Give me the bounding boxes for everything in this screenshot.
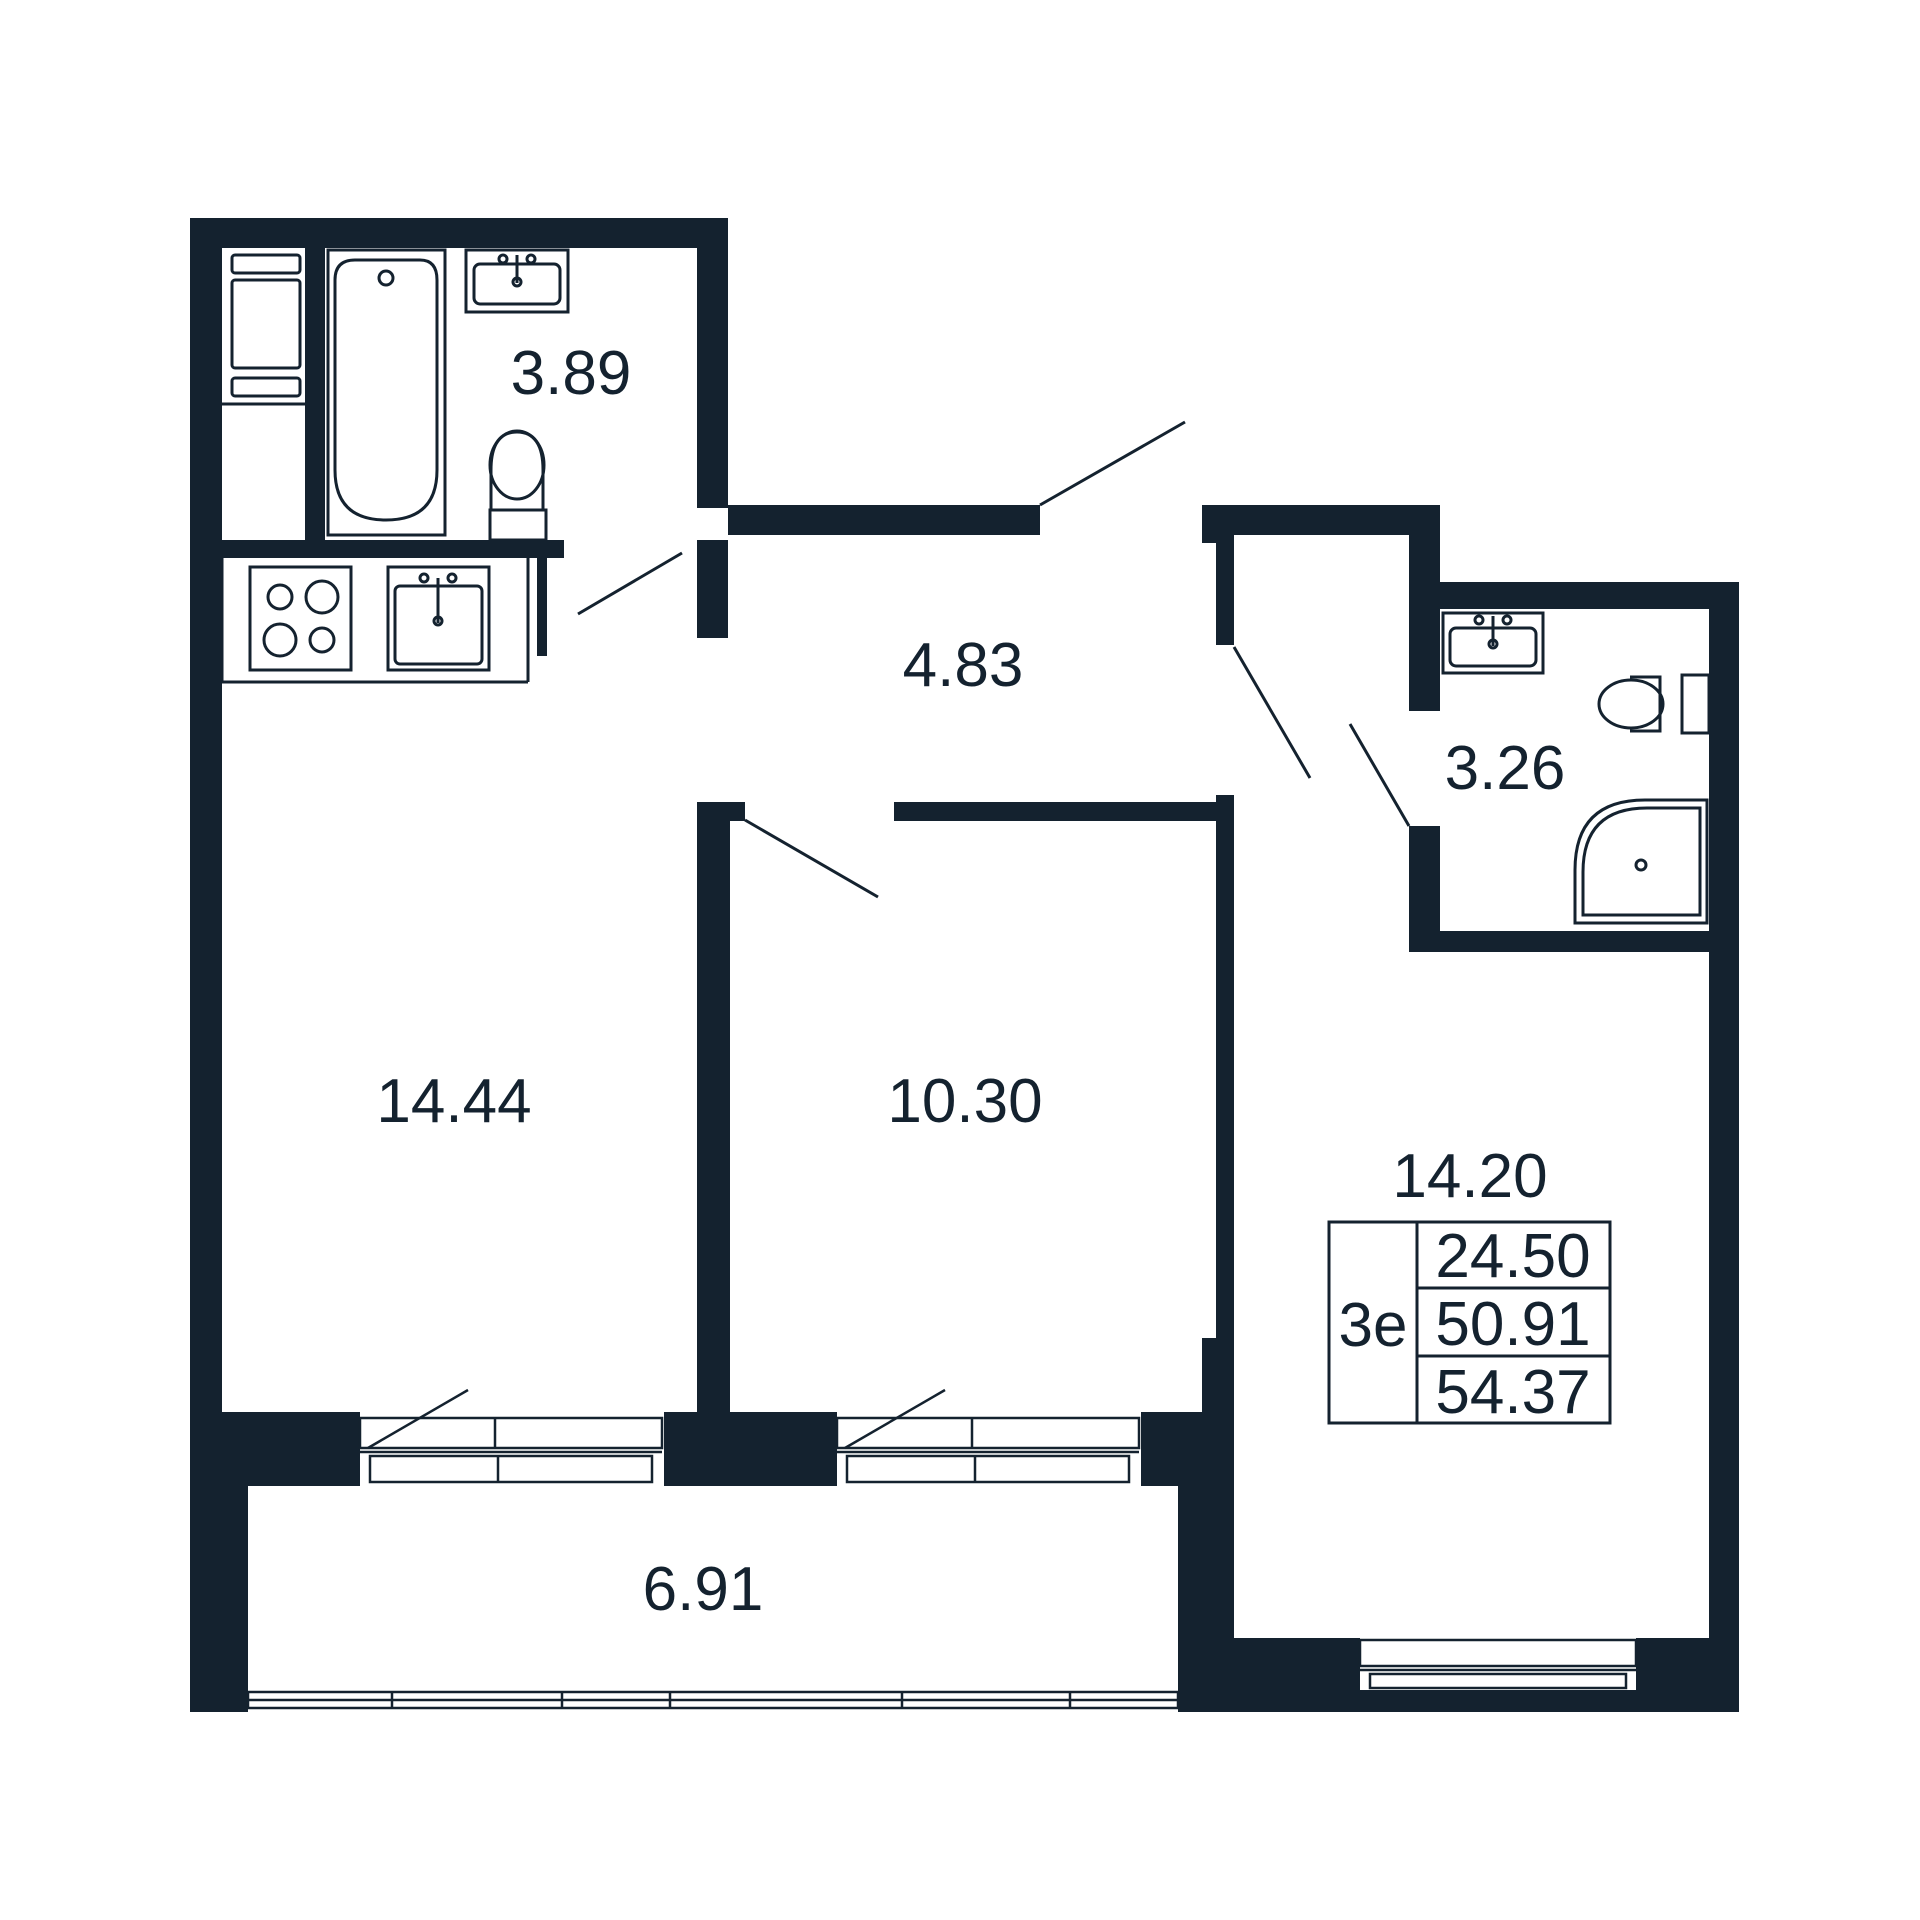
legend-total-area: 50.91 [1435, 1290, 1590, 1359]
washing-machine-icon [222, 253, 305, 406]
area-bedroom-large: 14.20 [1392, 1142, 1547, 1211]
area-bedroom: 10.30 [887, 1067, 1042, 1136]
window-kitchen [358, 1388, 664, 1484]
bathtub-icon [326, 248, 447, 537]
doors [577, 420, 1411, 899]
kitchen-counter [220, 558, 530, 684]
legend-living-area: 24.50 [1435, 1222, 1590, 1291]
window-large-bedroom [1358, 1638, 1638, 1690]
window-bedroom [835, 1388, 1141, 1484]
door-shower-room [1348, 723, 1411, 827]
walls [190, 218, 1739, 1712]
legend-apartment-type: 3е [1339, 1291, 1408, 1360]
area-kitchen-living: 14.44 [376, 1067, 531, 1136]
area-legend: 3е 24.50 50.91 54.37 [1327, 1220, 1612, 1427]
room-labels: 3.89 4.83 14.44 10.30 3.26 14.20 6.91 [376, 339, 1565, 1624]
stove-icon [248, 565, 353, 672]
door-bathroom [577, 551, 683, 616]
sink-icon [464, 248, 570, 314]
door-large-bedroom [1232, 646, 1312, 779]
shower-tray-icon [1573, 798, 1709, 925]
legend-total-with-loggia: 54.37 [1435, 1358, 1590, 1427]
area-shower-room: 3.26 [1445, 734, 1566, 803]
area-bathroom: 3.89 [511, 339, 632, 408]
sink-icon [1441, 611, 1545, 675]
door-entrance [1039, 420, 1186, 507]
area-hallway: 4.83 [903, 631, 1024, 700]
kitchen-sink-icon [386, 565, 491, 672]
fixtures [220, 248, 1711, 925]
windows [246, 1388, 1638, 1710]
toilet-icon [488, 429, 548, 542]
door-bedroom [744, 818, 879, 899]
toilet-icon [1597, 673, 1711, 735]
window-loggia [246, 1690, 1180, 1710]
area-loggia: 6.91 [643, 1555, 764, 1624]
